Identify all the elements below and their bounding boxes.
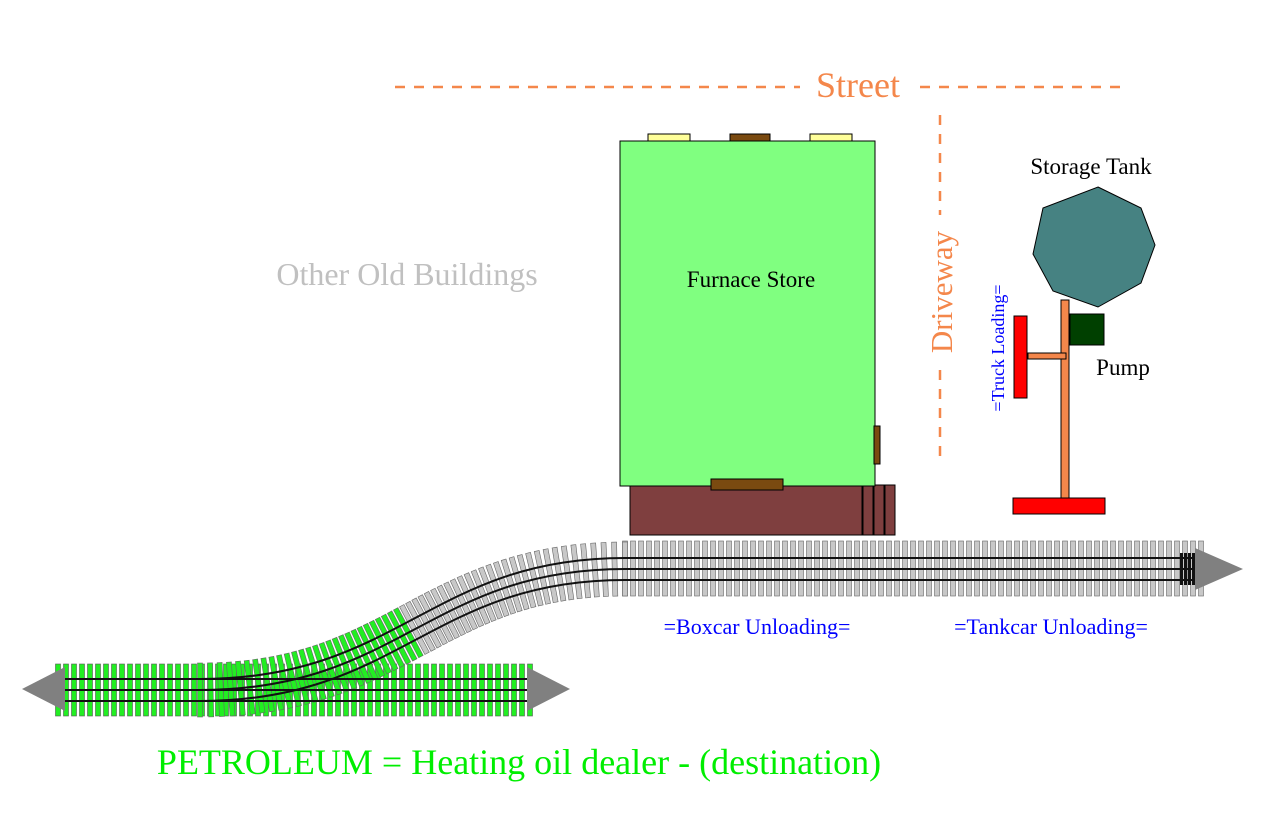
- branch-pipe: [1027, 352, 1067, 360]
- other-buildings-label: Other Old Buildings: [276, 256, 537, 292]
- boxcar-unloading-label: =Boxcar Unloading=: [664, 614, 851, 639]
- dock-step-1: [862, 484, 874, 536]
- turnout-rail: [199, 557, 626, 680]
- bumper-block: [1192, 553, 1195, 585]
- turnout-rail: [199, 568, 626, 691]
- furnace-store-label: Furnace Store: [687, 267, 815, 292]
- track-rails: [62, 553, 1200, 702]
- tankcar-unloading-label: =Tankcar Unloading=: [954, 614, 1148, 639]
- loading-dock: [629, 484, 863, 536]
- bumper-block: [1184, 553, 1187, 585]
- driveway: Driveway: [924, 115, 959, 462]
- storage-tank-label: Storage Tank: [1030, 154, 1152, 179]
- street: Street: [395, 65, 1120, 105]
- storage-tank: [1032, 186, 1156, 308]
- furnace-store: Furnace Store: [619, 133, 896, 536]
- side-door: [873, 425, 881, 465]
- bumper-block: [1188, 553, 1191, 585]
- dock-door: [710, 478, 784, 491]
- truck-loading-rack: [1013, 315, 1028, 399]
- west-arrow: [22, 667, 65, 711]
- tankcar-unloading-rack: [1012, 497, 1106, 515]
- mainline-east-arrow: [527, 667, 570, 711]
- caption: PETROLEUM = Heating oil dealer - (destin…: [157, 742, 881, 782]
- east-arrow: [1195, 548, 1243, 590]
- truck-loading-label: =Truck Loading=: [988, 284, 1008, 411]
- driveway-label: Driveway: [924, 230, 959, 353]
- fuel-facility: Storage Tank Pump =Truck Loading=: [988, 154, 1156, 515]
- turnout-rail: [199, 579, 626, 702]
- dock-step-3: [884, 484, 896, 536]
- pump-label: Pump: [1096, 355, 1150, 380]
- street-label: Street: [816, 65, 900, 105]
- dock-step-2: [873, 484, 885, 536]
- pump: [1069, 313, 1105, 346]
- store-building: [619, 140, 876, 487]
- fuel-pipe: [1060, 299, 1070, 503]
- bumper-block: [1180, 553, 1183, 585]
